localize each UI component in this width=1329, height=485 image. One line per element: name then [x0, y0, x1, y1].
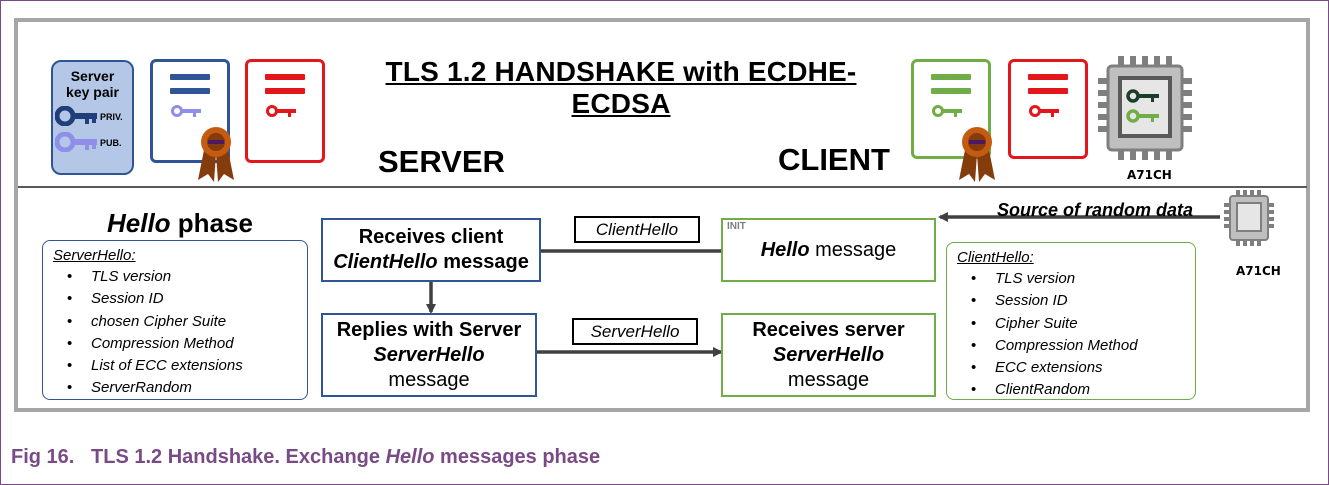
client-certificate-doc [911, 59, 991, 159]
replies-serverhello-box: Replies with Server ServerHello message [321, 313, 537, 397]
box-line: ServerHello [373, 343, 484, 368]
list-item: Session ID [67, 288, 307, 311]
client-label: CLIENT [778, 142, 890, 177]
phase-word: phase [170, 208, 253, 238]
server-hello-list-header: ServerHello: [53, 247, 136, 264]
box-italic: ClientHello [333, 251, 438, 273]
box-italic: ServerHello [772, 343, 885, 366]
box-rest: message [809, 238, 897, 261]
box-line: Replies with Server [336, 318, 522, 341]
receives-clienthello-box: Receives client ClientHello message [321, 218, 541, 282]
client-hello-list: ClientHello: TLS version Session ID Ciph… [946, 242, 1196, 402]
hello-phase-heading: Hello phase [107, 208, 253, 239]
pub-label: PUB. [100, 138, 122, 148]
public-key-icon [55, 132, 97, 152]
list-item: ServerRandom [67, 377, 307, 400]
server-hello-list: ServerHello: TLS version Session ID chos… [42, 240, 308, 400]
server-keypair-box: Server key pair PRIV. PUB. [51, 60, 134, 175]
random-source-label: Source of random data [997, 200, 1194, 220]
list-item: TLS version [67, 266, 307, 289]
box-line: message [388, 368, 470, 391]
list-item: Compression Method [67, 333, 307, 356]
list-item: List of ECC extensions [67, 355, 307, 378]
random-source-chip-icon [1224, 190, 1274, 246]
list-item: Session ID [971, 290, 1195, 313]
list-item: TLS version [971, 268, 1195, 291]
secure-element-chip-icon [1098, 56, 1192, 160]
keypair-label-2: key pair [66, 84, 119, 100]
client-red-doc [1008, 59, 1088, 159]
caption-prefix: Fig 16. TLS 1.2 Handshake. Exchange [11, 446, 386, 468]
clienthello-tag: ClientHello [574, 216, 700, 243]
keypair-label-1: Server [70, 68, 115, 84]
public-key-icon [171, 105, 201, 117]
receives-serverhello-box: Receives server ServerHello message [721, 313, 936, 397]
chip-label-top: A71CH [1127, 168, 1172, 182]
box-line: ServerHello [773, 343, 884, 368]
figure-caption: Fig 16. TLS 1.2 Handshake. Exchange Hell… [11, 446, 600, 469]
box-rest: message [437, 251, 529, 273]
key-icon [1029, 105, 1059, 117]
list-item: Compression Method [971, 335, 1195, 358]
private-key-icon [55, 106, 97, 126]
box-line: Receives server [752, 318, 905, 341]
key-icon [266, 105, 296, 117]
key-icon [932, 105, 962, 117]
certificate-seal-icon [198, 127, 234, 182]
list-item: chosen Cipher Suite [67, 311, 307, 334]
caption-italic: Hello [385, 446, 435, 468]
init-label: INIT [727, 221, 746, 232]
box-italic: ServerHello [373, 343, 485, 366]
chip-label-bottom: A71CH [1236, 264, 1281, 278]
list-item: ClientRandom [971, 379, 1195, 402]
serverhello-tag: ServerHello [572, 318, 698, 345]
priv-label: PRIV. [100, 112, 123, 122]
hello-word: Hello [107, 208, 171, 238]
section-divider [18, 186, 1307, 188]
caption-suffix: messages phase [434, 446, 601, 468]
box-italic: Hello [760, 238, 810, 261]
hello-message-box: INIT Hello message [721, 218, 936, 282]
server-red-doc [245, 59, 325, 163]
list-item: ECC extensions [971, 357, 1195, 380]
certificate-seal-icon [959, 127, 995, 182]
box-line: Receives client [358, 226, 504, 248]
box-line: Hello message [761, 238, 897, 263]
server-label: SERVER [378, 144, 505, 179]
box-line: ClientHello message [333, 250, 529, 275]
diagram-title: TLS 1.2 HANDSHAKE with ECDHE-ECDSA [385, 56, 857, 119]
client-hello-list-header: ClientHello: [957, 249, 1034, 266]
box-line: message [787, 368, 870, 391]
list-item: Cipher Suite [971, 313, 1195, 336]
